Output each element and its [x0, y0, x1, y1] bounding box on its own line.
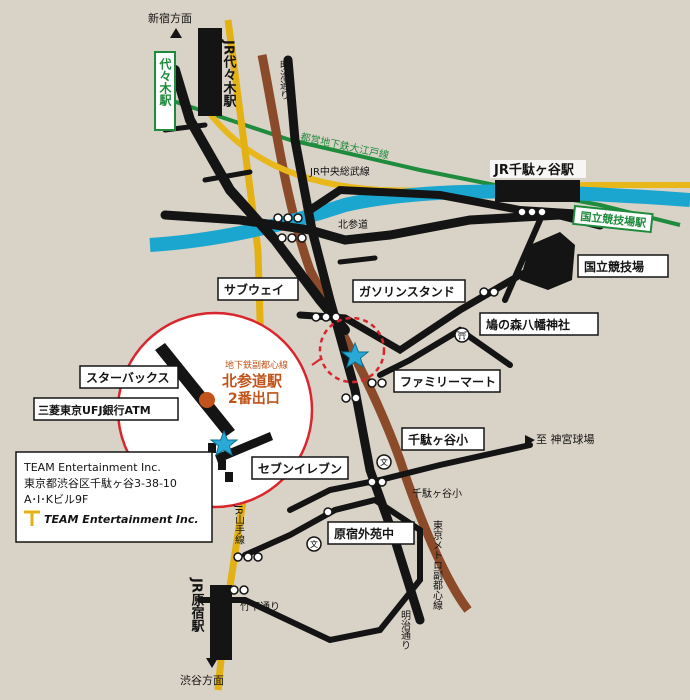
- road-takeshita-label: 竹下通り: [240, 600, 280, 613]
- road-small-c: [337, 255, 378, 265]
- road-sendagaya-label: 千駄ヶ谷小: [412, 487, 462, 500]
- callout-seven-box: [251, 456, 349, 480]
- company-box: [15, 451, 213, 543]
- callout-harajuku-school-box: [327, 521, 415, 545]
- landmark-seven: セブンイレブン: [258, 461, 342, 476]
- fukutoshin-line: [257, 54, 472, 613]
- school-symbol-sendagaya: 文: [376, 454, 392, 470]
- yoyogi-station-block: [198, 28, 222, 116]
- crossings: [229, 207, 547, 595]
- school-symbol-harajuku: 文: [306, 536, 322, 552]
- station-yoyogi-oedo-box: [154, 51, 176, 131]
- stadium-building: [520, 232, 575, 290]
- arrow-jingu-icon: [525, 435, 535, 446]
- landmark-stadium: 国立競技場: [584, 259, 644, 274]
- oedo-line: [169, 98, 681, 227]
- landmark-familymart: ファミリーマート: [400, 375, 496, 389]
- office-star-icon: [209, 429, 239, 457]
- svg-text:文: 文: [380, 457, 388, 467]
- line-chuo-label: JR中央総武線: [309, 165, 370, 178]
- landmark-harajuku-school: 原宿外苑中: [334, 526, 394, 541]
- arrow-shinjuku-icon: [170, 28, 182, 38]
- landmark-sendagaya-school: 千駄ヶ谷小: [408, 432, 468, 447]
- callout-atm-box: [33, 397, 179, 421]
- direction-jingu: 至 神宮球場: [536, 432, 595, 446]
- sendagaya-label-bg: [490, 160, 586, 178]
- road-stadium-branch: [502, 217, 543, 303]
- company-logo-icon: [24, 510, 40, 526]
- callout-sendagaya-school-box: [401, 427, 485, 451]
- station-kokuritsu: 国立競技場駅: [580, 209, 647, 230]
- svg-text:文: 文: [310, 539, 318, 549]
- landmark-subway: サブウェイ: [224, 282, 284, 297]
- road-shrine: [377, 326, 513, 378]
- pointer-line: [311, 357, 323, 366]
- landmark-shrine: 鳩の森八幡神社: [486, 317, 570, 332]
- station-harajuku-jr: JR原宿駅: [189, 577, 206, 633]
- callout-subway-box: [217, 277, 299, 301]
- station-sendagaya-jr: JR千駄ヶ谷駅: [493, 162, 575, 178]
- company-building: A･I･Kビル9F: [24, 493, 88, 506]
- station-yoyogi-oedo: 代々木駅: [158, 57, 172, 107]
- callout-familymart-box: [393, 369, 501, 393]
- road-meiji-north-label: 明治通り: [278, 60, 290, 100]
- shrine-symbol: ⛩: [454, 327, 470, 343]
- harajuku-station-block: [210, 585, 232, 660]
- company-address: 東京都渋谷区千駄ヶ谷3-38-10: [24, 476, 177, 490]
- location-star-icon: [340, 341, 370, 369]
- direction-shibuya: 渋谷方面: [180, 673, 224, 687]
- landmark-starbucks: スターバックス: [86, 371, 170, 385]
- callout-shrine-box: [479, 312, 599, 336]
- company-logo-text: TEAM Entertainment Inc.: [44, 513, 199, 526]
- kokuritsu-box: [572, 204, 654, 234]
- location-highlight: [318, 316, 386, 384]
- road-shinjuku-diag: [170, 65, 350, 335]
- svg-text:⛩: ⛩: [457, 331, 467, 340]
- line-fukutoshin-label: 東京メトロ副都心線: [431, 519, 443, 610]
- exit-marker-icon: [199, 392, 215, 408]
- landmark-gas: ガソリンスタンド: [359, 284, 455, 299]
- inset-line-label: 地下鉄副都心線: [225, 359, 288, 371]
- road-harajuku-south: [242, 496, 423, 644]
- callout-gas-box: [352, 279, 466, 303]
- road-small-b: [202, 169, 253, 183]
- arrow-shibuya-icon: [206, 658, 218, 668]
- sendagaya-station-block: [495, 180, 580, 202]
- company-name: TEAM Entertainment Inc.: [23, 461, 161, 474]
- inset-station-label: 北参道駅: [222, 372, 283, 390]
- callout-starbucks-box: [79, 365, 179, 389]
- road-kitasando-label: 北参道: [338, 218, 368, 231]
- landmark-atm: 三菱東京UFJ銀行ATM: [38, 403, 151, 417]
- line-yamanote-label: JR山手線: [233, 504, 245, 545]
- road-meiji-south-label: 明治通り: [399, 610, 411, 650]
- direction-shinjuku: 新宿方面: [148, 11, 192, 25]
- station-yoyogi-jr: JR代々木駅: [221, 39, 238, 108]
- callout-stadium-box: [577, 254, 669, 278]
- road-kitasando-upper: [160, 210, 605, 245]
- inset-exit-label: 2番出口: [228, 390, 280, 407]
